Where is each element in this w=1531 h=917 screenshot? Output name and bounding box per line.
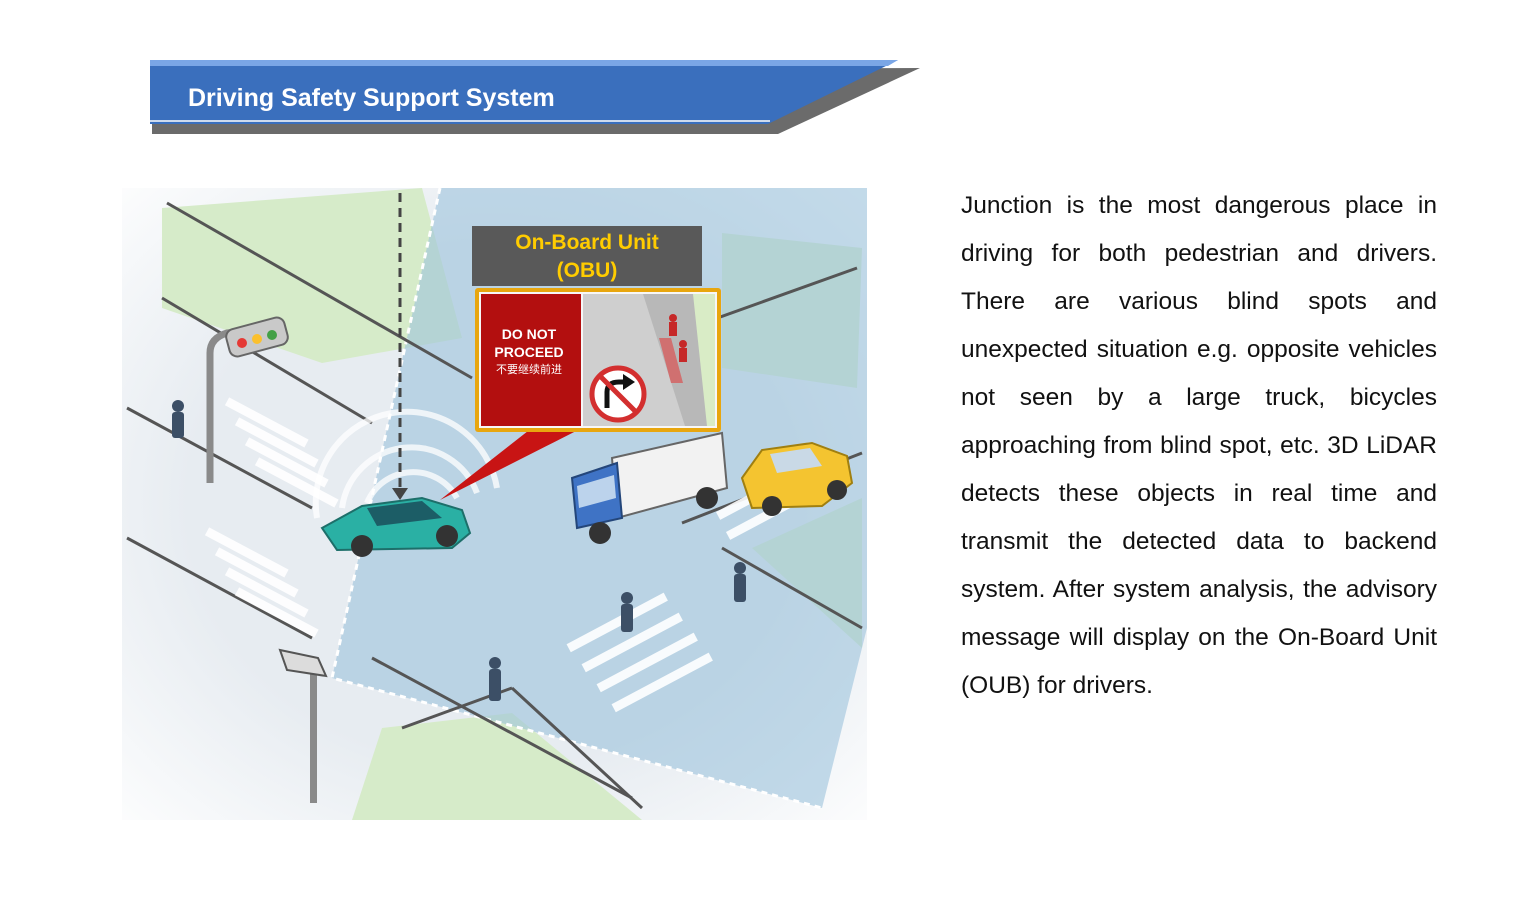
lidar-sensor (278, 648, 328, 803)
obu-callout-pointer (440, 420, 582, 500)
title-banner (150, 60, 920, 134)
description-paragraph: Junction is the most dangerous place in … (961, 192, 1437, 699)
grass-corner (352, 713, 642, 820)
page-title: Driving Safety Support System (188, 84, 555, 112)
obu-warning-chinese: 不要继续前进 (496, 363, 562, 376)
no-right-turn-icon (589, 365, 647, 423)
obu-warning-line1: DO NOT (501, 326, 557, 342)
traffic-light (206, 316, 289, 483)
car-yellow (740, 441, 854, 516)
obu-label: On-Board Unit (OBU) (472, 226, 702, 286)
grass-corner (162, 188, 462, 363)
car-teal (320, 496, 472, 557)
obu-warning-text: DO NOT PROCEED (483, 325, 575, 361)
obu-warning-line2: PROCEED (494, 344, 564, 360)
obu-screen (475, 288, 721, 432)
obu-label-line2: (OBU) (556, 259, 618, 282)
obu-label-line1: On-Board Unit (515, 231, 659, 254)
pedestrian (172, 400, 746, 701)
truck (570, 431, 729, 544)
junction-illustration (122, 188, 867, 820)
